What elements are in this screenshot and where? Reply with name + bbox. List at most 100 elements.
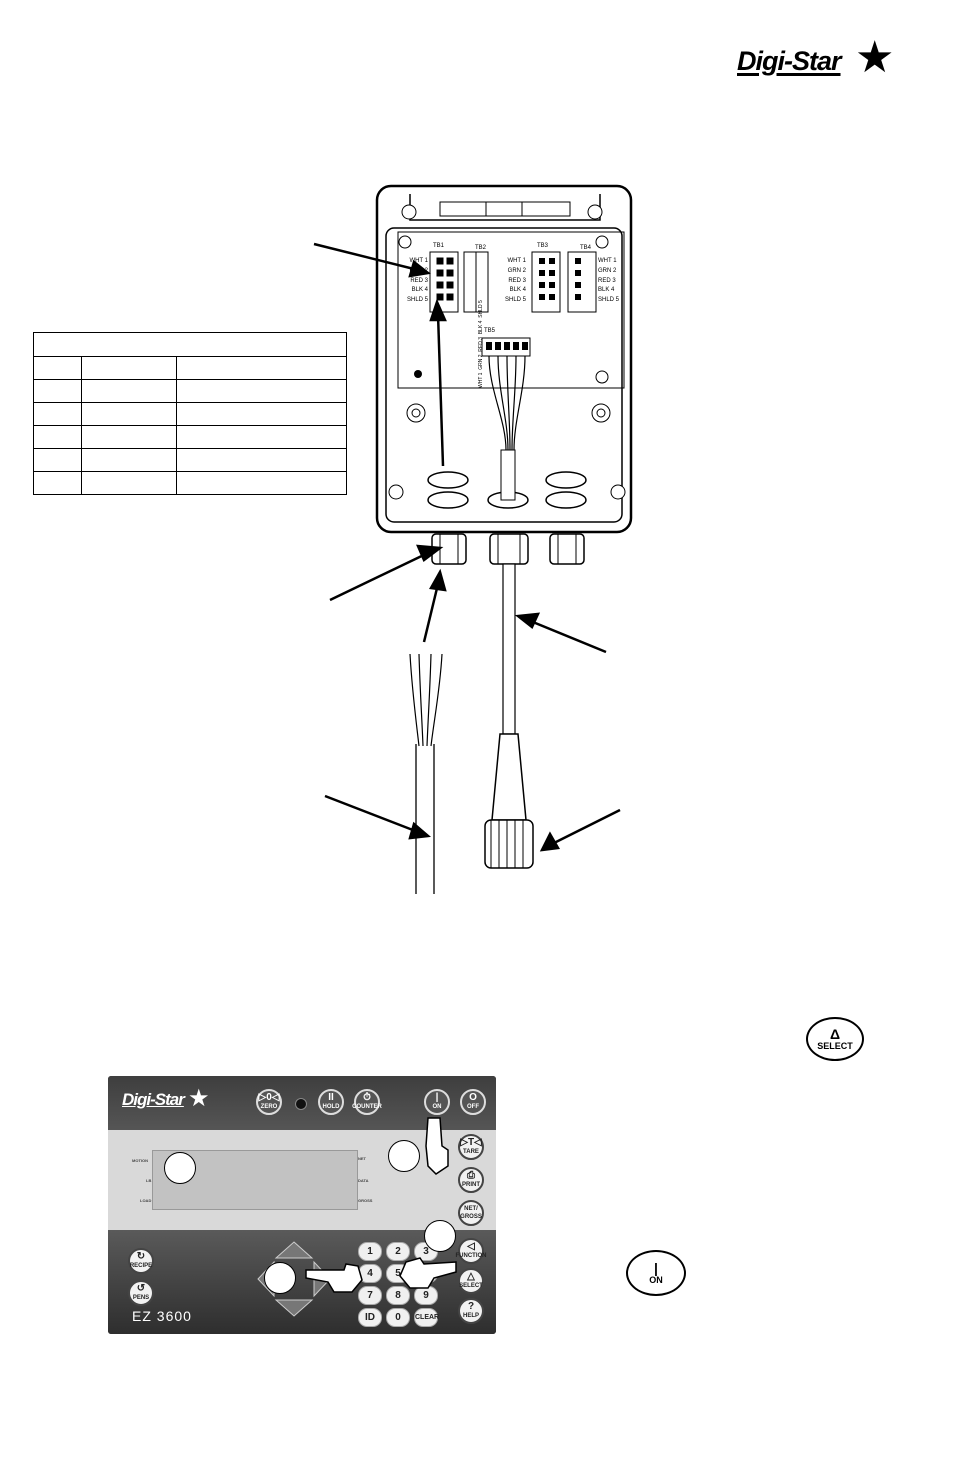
key-0[interactable]: 0 xyxy=(386,1308,410,1327)
net-gross-button[interactable]: NET/GROSS xyxy=(458,1200,484,1226)
terminal-block-tb3 xyxy=(531,251,561,313)
cable-gland-right xyxy=(549,533,585,565)
function-button[interactable]: ◁FUNCTION xyxy=(456,1238,487,1264)
band-label: LOAD xyxy=(140,1198,152,1203)
star-icon: ★ xyxy=(188,1085,210,1112)
terminal-block-tb5 xyxy=(481,337,531,357)
wire-label: WHT 1 xyxy=(409,258,428,264)
table-row xyxy=(33,402,347,426)
model-name: EZ 3600 xyxy=(132,1308,192,1324)
tb5-wire-labels: WHT 1 GRN 2 RED 3 BLK 4 SHLD 5 xyxy=(478,300,484,388)
screw-icon xyxy=(587,204,603,220)
power-icon: | xyxy=(654,1260,658,1276)
wire-label: WHT 1 xyxy=(598,258,617,264)
help-button[interactable]: ?HELP xyxy=(458,1298,484,1324)
callout-circle xyxy=(264,1262,296,1294)
brand-logo: Digi-Star ★ xyxy=(737,36,894,84)
wire-label: WHT 1 xyxy=(478,372,484,388)
select-label: SELECT xyxy=(817,1041,853,1051)
tare-button[interactable]: ▷T◁TARE xyxy=(458,1134,484,1160)
print-button[interactable]: ⎙PRINT xyxy=(458,1167,484,1193)
zero-button[interactable]: ▷0◁ZERO xyxy=(256,1089,282,1115)
pointing-hand-icon xyxy=(425,1117,449,1175)
right-wire-labels: WHT 1 GRN 2 RED 3 BLK 4 SHLD 5 xyxy=(598,257,619,306)
cable-gland-center xyxy=(489,533,529,565)
table-row xyxy=(33,471,347,495)
tb2-label: TB2 xyxy=(475,245,487,251)
pointing-hand-icon xyxy=(399,1257,457,1289)
pens-button[interactable]: ↺PENS xyxy=(128,1280,154,1306)
circuit-board xyxy=(397,231,625,389)
key-2[interactable]: 2 xyxy=(386,1242,410,1261)
junction-box-diagram xyxy=(313,184,633,894)
status-led xyxy=(295,1098,307,1110)
left-wire-labels: WHT 1 GRN 2 RED 3 BLK 4 SHLD 5 xyxy=(404,257,428,306)
key-1[interactable]: 1 xyxy=(358,1242,382,1261)
band-label: LB xyxy=(146,1178,152,1183)
callout-circle xyxy=(164,1152,196,1184)
band-label: GROSS xyxy=(358,1198,373,1203)
arrow-up-icon xyxy=(274,1241,314,1259)
wire-label: BLK 4 xyxy=(478,320,484,335)
table-row xyxy=(33,425,347,449)
wire-label: SHLD 5 xyxy=(406,297,428,304)
panel-logo: Digi-Star xyxy=(122,1090,185,1109)
tb3-label: TB3 xyxy=(537,243,549,249)
wire-label: RED 3 xyxy=(598,277,616,284)
loose-wires xyxy=(409,653,443,747)
delta-icon: Δ xyxy=(829,1026,841,1042)
table-row xyxy=(33,379,347,403)
key-8[interactable]: 8 xyxy=(386,1286,410,1305)
wire-label: GRN 2 xyxy=(409,267,428,274)
wire-label: BLK 4 xyxy=(598,287,615,294)
select-button[interactable]: △SELECT xyxy=(458,1268,484,1294)
arrow-down-icon xyxy=(274,1299,314,1317)
on-label: ON xyxy=(649,1275,663,1285)
callout-circle xyxy=(424,1220,456,1252)
tb1-label: TB1 xyxy=(433,243,445,249)
wire-label: RED 3 xyxy=(478,336,484,352)
key-7[interactable]: 7 xyxy=(358,1286,382,1305)
wire-label: SHLD 5 xyxy=(504,297,526,304)
middle-wire-labels: WHT 1 GRN 2 RED 3 BLK 4 SHLD 5 xyxy=(500,257,526,306)
callout-arrows xyxy=(313,242,621,852)
screw-icon xyxy=(398,235,412,249)
wire-label: WHT 1 xyxy=(507,258,526,264)
wire-label: GRN 2 xyxy=(478,354,484,370)
table-row xyxy=(33,448,347,472)
terminal-block-tb2 xyxy=(463,251,489,313)
counter-button[interactable]: ⏱COUNTER xyxy=(352,1089,382,1115)
wire-label: SHLD 5 xyxy=(598,297,620,304)
wire-label: GRN 2 xyxy=(598,267,617,274)
pointing-hand-icon xyxy=(305,1263,363,1293)
on-button[interactable]: |ON xyxy=(424,1089,450,1115)
brand-logo-text: Digi-Star xyxy=(737,46,842,76)
select-button-icon: Δ SELECT xyxy=(806,1017,864,1061)
key-clear[interactable]: CLEAR xyxy=(414,1308,439,1327)
on-button-icon: | ON xyxy=(626,1250,686,1296)
screw-icon xyxy=(401,204,417,220)
wire-label: BLK 4 xyxy=(509,287,526,294)
callout-circle xyxy=(388,1140,420,1172)
terminal-block-tb1 xyxy=(429,251,459,313)
indicator-cable xyxy=(502,563,516,735)
wire-label: GRN 2 xyxy=(507,267,526,274)
band-label: DATA xyxy=(358,1178,369,1183)
indicator-front-panel: Digi-Star ★ MOTION NET LB DATA LOAD GROS… xyxy=(108,1076,496,1334)
key-id[interactable]: ID xyxy=(358,1308,382,1327)
connector-boot xyxy=(491,733,527,821)
wire-label: RED 3 xyxy=(508,277,526,284)
screw-icon xyxy=(414,370,422,378)
screw-icon xyxy=(595,370,609,384)
wire-label: SHLD 5 xyxy=(478,300,484,318)
band-label: MOTION xyxy=(132,1158,148,1163)
round-connector xyxy=(484,819,534,869)
wire-label: BLK 4 xyxy=(411,287,428,294)
recipe-button[interactable]: ↻RECIPE xyxy=(128,1248,154,1274)
wire-label: RED 3 xyxy=(410,277,428,284)
wiring-table xyxy=(33,332,347,495)
tb5-label: TB5 xyxy=(484,328,496,334)
star-icon: ★ xyxy=(855,33,895,82)
